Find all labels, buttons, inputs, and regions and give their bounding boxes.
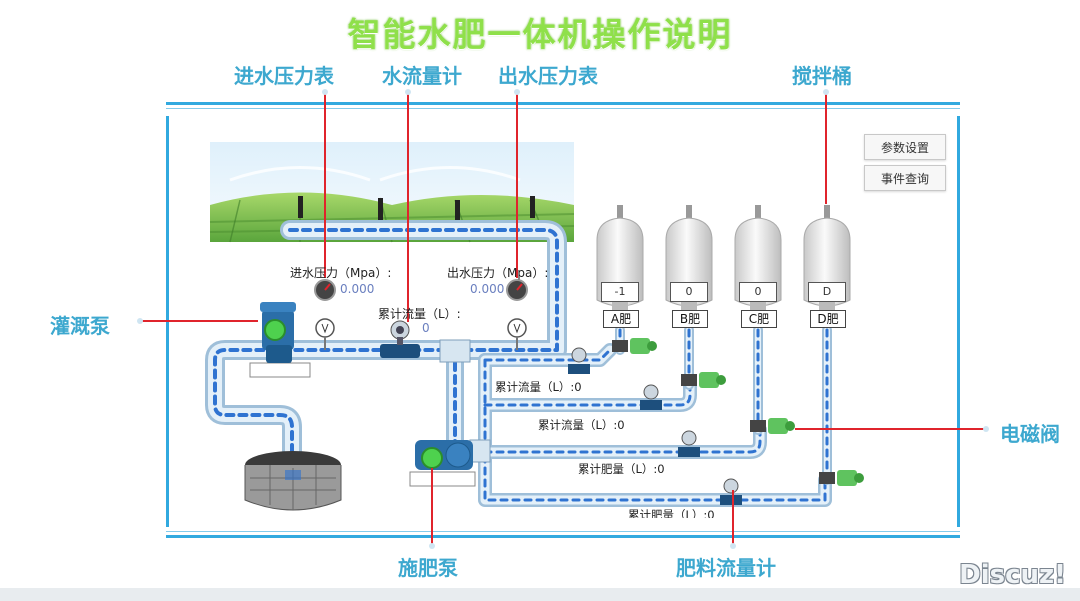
water-flowmeter-icon [380, 320, 420, 358]
callout-water-flowmeter: 水流量计 [382, 64, 462, 88]
callout-irrigation-pump: 灌溉泵 [50, 314, 110, 338]
tank-c-label: C肥 [741, 310, 777, 328]
frame-bottom-inner [166, 531, 960, 532]
branch-c-fertilizer: 累计肥量（L）:0 [578, 462, 665, 476]
outlet-pressure-gauge-icon [506, 279, 528, 350]
outlet-pressure-label: 出水压力（Mpa）: [447, 266, 549, 280]
frame-top-inner [166, 108, 960, 109]
fertilizer-pump-icon [409, 440, 476, 487]
callout-fertilizer-flowmeter: 肥料流量计 [676, 556, 776, 580]
inlet-pressure-gauge-icon [314, 279, 336, 350]
flowmeter-d-icon [720, 478, 742, 505]
solenoid-valve-b-icon [681, 372, 726, 388]
branch-b-flow: 累计流量（L）:0 [538, 418, 625, 432]
frame-top [166, 102, 960, 105]
tank-b-label: B肥 [672, 310, 708, 328]
solenoid-valve-a-icon [612, 338, 657, 354]
flowmeter-b-icon [640, 384, 662, 410]
callout-outlet-pressure-gauge: 出水压力表 [498, 64, 598, 88]
fertilizer-flowmeters [568, 347, 742, 505]
tank-b-value: 0 [670, 282, 708, 302]
tank-a-value: -1 [601, 282, 639, 302]
frame-right [957, 116, 960, 527]
outlet-pressure-value: 0.000 [470, 282, 505, 296]
tank-d-value: D [808, 282, 846, 302]
total-flow-label: 累计流量（L）: [378, 307, 461, 321]
callout-inlet-pressure-gauge: 进水压力表 [234, 64, 334, 88]
footer-bar [0, 588, 1080, 601]
solenoid-valve-d-icon [819, 470, 864, 486]
callout-mixing-tank: 搅拌桶 [792, 64, 852, 88]
frame-bottom [166, 535, 960, 538]
irrigation-pump-icon [249, 302, 311, 378]
solenoid-valves [612, 338, 864, 486]
inlet-pressure-value: 0.000 [340, 282, 375, 296]
flowmeter-c-icon [678, 430, 700, 457]
tank-a-label: A肥 [603, 310, 639, 328]
total-flow-value: 0 [422, 321, 430, 335]
callout-pointers [137, 89, 989, 549]
branch-a-flow: 累计流量（L）:0 [495, 380, 582, 394]
page-title: 智能水肥一体机操作说明 [347, 15, 733, 54]
callout-fertilizer-pump: 施肥泵 [398, 556, 458, 580]
callout-solenoid-valve: 电磁阀 [1000, 422, 1060, 446]
tank-d-label: D肥 [810, 310, 846, 328]
params-settings-button[interactable]: 参数设置 [864, 134, 946, 160]
event-query-button[interactable]: 事件查询 [864, 165, 946, 191]
flowmeter-a-icon [568, 347, 590, 374]
tank-c-value: 0 [739, 282, 777, 302]
water-well-icon [244, 451, 342, 511]
inlet-pressure-label: 进水压力（Mpa）: [290, 266, 392, 280]
branch-d-fertilizer: 累计肥量（L）:0 [628, 508, 715, 518]
solenoid-valve-c-icon [750, 418, 795, 434]
discuz-watermark: Discuz! [959, 560, 1066, 590]
